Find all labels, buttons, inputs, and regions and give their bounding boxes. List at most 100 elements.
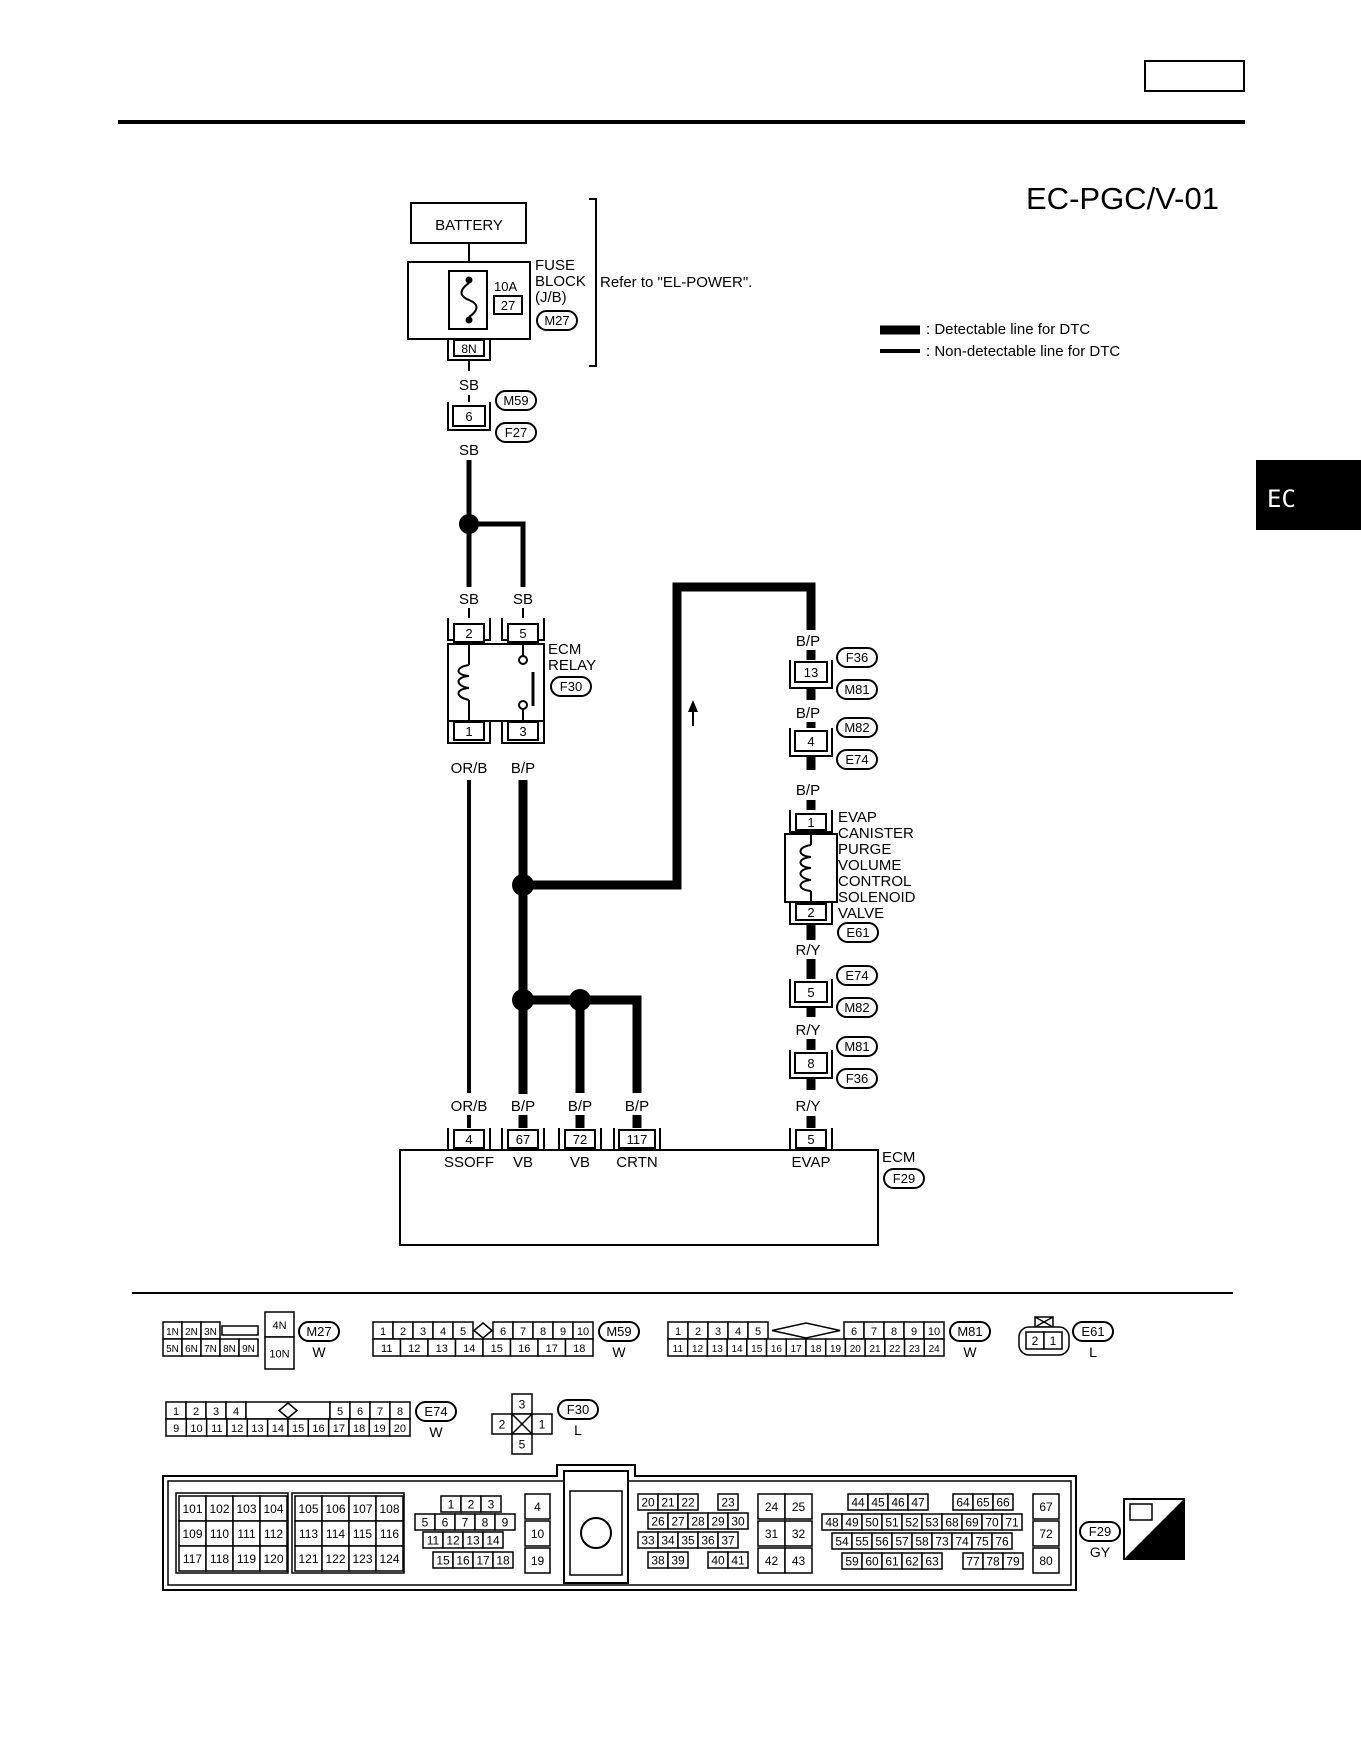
- pin-f29-67: [1032, 1493, 1060, 1520]
- connector-tag-f29-label: F29: [893, 1171, 915, 1186]
- pin-m59-16-label: 16: [518, 1343, 530, 1355]
- connector-tag-m81-top[interactable]: [836, 679, 878, 700]
- pin-f29-20-label: 20: [641, 1496, 655, 1510]
- pin-e61-2-label: 2: [1032, 1334, 1039, 1348]
- wire-color-bp-1: B/P: [511, 760, 535, 777]
- harness-connector-icon: [1129, 1503, 1153, 1521]
- pin-f29-47-label: 47: [911, 1496, 925, 1510]
- ecm-terminal-117-label: 117: [627, 1132, 648, 1147]
- relay-pin-5-label: 5: [519, 626, 526, 641]
- pin-f29-63-label: 63: [925, 1555, 939, 1569]
- connector-view-tag-e74[interactable]: [415, 1401, 457, 1422]
- wire-color-bp-6: B/P: [568, 1098, 592, 1115]
- connector-tag-m82-mid-label: M82: [844, 1000, 869, 1015]
- pin-f29-24: [757, 1493, 786, 1520]
- pin-f29-119-label: 119: [237, 1552, 256, 1566]
- connector-view-tag-f30[interactable]: [557, 1399, 599, 1420]
- f29-bolt-icon: [580, 1517, 612, 1549]
- diagram-title: EC-PGC/V-01: [1026, 181, 1219, 216]
- joint-pin-4: [794, 730, 828, 752]
- pin-f29-116: [375, 1520, 404, 1547]
- pin-f29-51-label: 51: [885, 1516, 899, 1530]
- wire-color-bp-4: B/P: [796, 782, 820, 799]
- wire-color-orb-1: OR/B: [451, 760, 488, 777]
- pin-f29-104: [259, 1495, 288, 1522]
- pin-f30-2-label: 2: [499, 1418, 506, 1432]
- wire-color-bp-5: B/P: [511, 1098, 535, 1115]
- connector-view-tag-m59[interactable]: [598, 1321, 640, 1342]
- pin-f29-124: [375, 1545, 404, 1572]
- pin-f29-9-label: 9: [502, 1516, 509, 1530]
- pin-f29-118: [205, 1545, 234, 1572]
- pin-f29-111-label: 111: [237, 1527, 256, 1541]
- connector-view-tag-m81-label: M81: [957, 1324, 982, 1339]
- pin-m27-2N-label: 2N: [185, 1327, 198, 1338]
- pin-f29-8-label: 8: [482, 1516, 489, 1530]
- pin-m81-24-label: 24: [929, 1344, 941, 1355]
- pin-m81-24: [923, 1338, 945, 1357]
- connector-tag-m59[interactable]: [495, 390, 537, 411]
- pin-f29-57-label: 57: [895, 1535, 909, 1549]
- pin-f30-5-label: 5: [519, 1438, 526, 1452]
- relay-pin-5: [507, 623, 539, 643]
- pin-f29-123: [348, 1545, 377, 1572]
- ecm-terminal-name-vb-2: VB: [570, 1154, 590, 1171]
- pin-f30-1: [531, 1413, 553, 1435]
- pin-f29-31: [757, 1520, 786, 1547]
- pin-m59-11-label: 11: [381, 1343, 392, 1355]
- connector-tag-e61[interactable]: [837, 922, 879, 943]
- pin-m81-20-label: 20: [850, 1344, 862, 1355]
- pin-m59-7-label: 7: [520, 1326, 526, 1338]
- pin-f29-70-label: 70: [985, 1516, 999, 1530]
- connector-view-tag-m81[interactable]: [949, 1321, 991, 1342]
- connector-tag-m82-top[interactable]: [836, 717, 878, 738]
- pin-f29-25-label: 25: [792, 1500, 806, 1514]
- connector-tag-e74-mid[interactable]: [836, 965, 878, 986]
- pin-e74-8-label: 8: [397, 1406, 403, 1418]
- pin-e74-20-label: 20: [394, 1423, 406, 1435]
- pin-m59-4-label: 4: [440, 1326, 446, 1338]
- pin-f29-13-label: 13: [466, 1534, 480, 1548]
- pin-f29-39-label: 39: [671, 1554, 685, 1568]
- section-tab-ec[interactable]: EC: [1256, 460, 1361, 530]
- pin-e74-1-label: 1: [173, 1406, 179, 1418]
- connector-tag-m82-mid[interactable]: [836, 997, 878, 1018]
- connector-tag-e74-top[interactable]: [836, 749, 878, 770]
- pin-f29-21-label: 21: [661, 1496, 675, 1510]
- wire-color-ry-1: R/Y: [795, 942, 820, 959]
- pin-f29-41: [727, 1551, 749, 1569]
- connector-view-tag-f29[interactable]: [1079, 1521, 1121, 1542]
- pin-m59-6-label: 6: [500, 1326, 506, 1338]
- connector-tag-m27[interactable]: [536, 310, 578, 331]
- connector-tag-f27[interactable]: [495, 422, 537, 443]
- wire-color-bp-7: B/P: [625, 1098, 649, 1115]
- pin-m81-2-label: 2: [695, 1326, 701, 1338]
- connector-tag-f29[interactable]: [883, 1168, 925, 1189]
- pin-f29-68-label: 68: [945, 1516, 959, 1530]
- connector-tag-m81-mid[interactable]: [836, 1036, 878, 1057]
- connector-tag-f36-mid[interactable]: [836, 1068, 878, 1089]
- connector-tag-f36-top[interactable]: [836, 647, 878, 668]
- pin-f29-103-label: 103: [236, 1502, 256, 1516]
- m81-key-icon: [771, 1322, 841, 1339]
- pin-m81-14-label: 14: [731, 1344, 743, 1355]
- solenoid-label-4: VOLUME: [838, 857, 901, 874]
- wire-color-orb-2: OR/B: [451, 1098, 488, 1115]
- pin-f29-122: [321, 1545, 350, 1572]
- connector-view-tag-f30-label: F30: [567, 1402, 589, 1417]
- connector-view-tag-e61[interactable]: [1072, 1321, 1114, 1342]
- pin-f30-5: [511, 1433, 533, 1455]
- pin-f30-3-label: 3: [519, 1398, 526, 1412]
- pin-e74-13-label: 13: [251, 1423, 263, 1435]
- connector-tag-f30[interactable]: [550, 676, 592, 697]
- pin-f29-121-label: 121: [298, 1552, 318, 1566]
- pin-m81-15-label: 15: [751, 1344, 763, 1355]
- pin-f29-7-label: 7: [462, 1516, 469, 1530]
- connector-view-tag-m27[interactable]: [298, 1321, 340, 1342]
- connector-tag-e74-top-label: E74: [845, 752, 868, 767]
- connector-tag-m81-mid-label: M81: [844, 1039, 869, 1054]
